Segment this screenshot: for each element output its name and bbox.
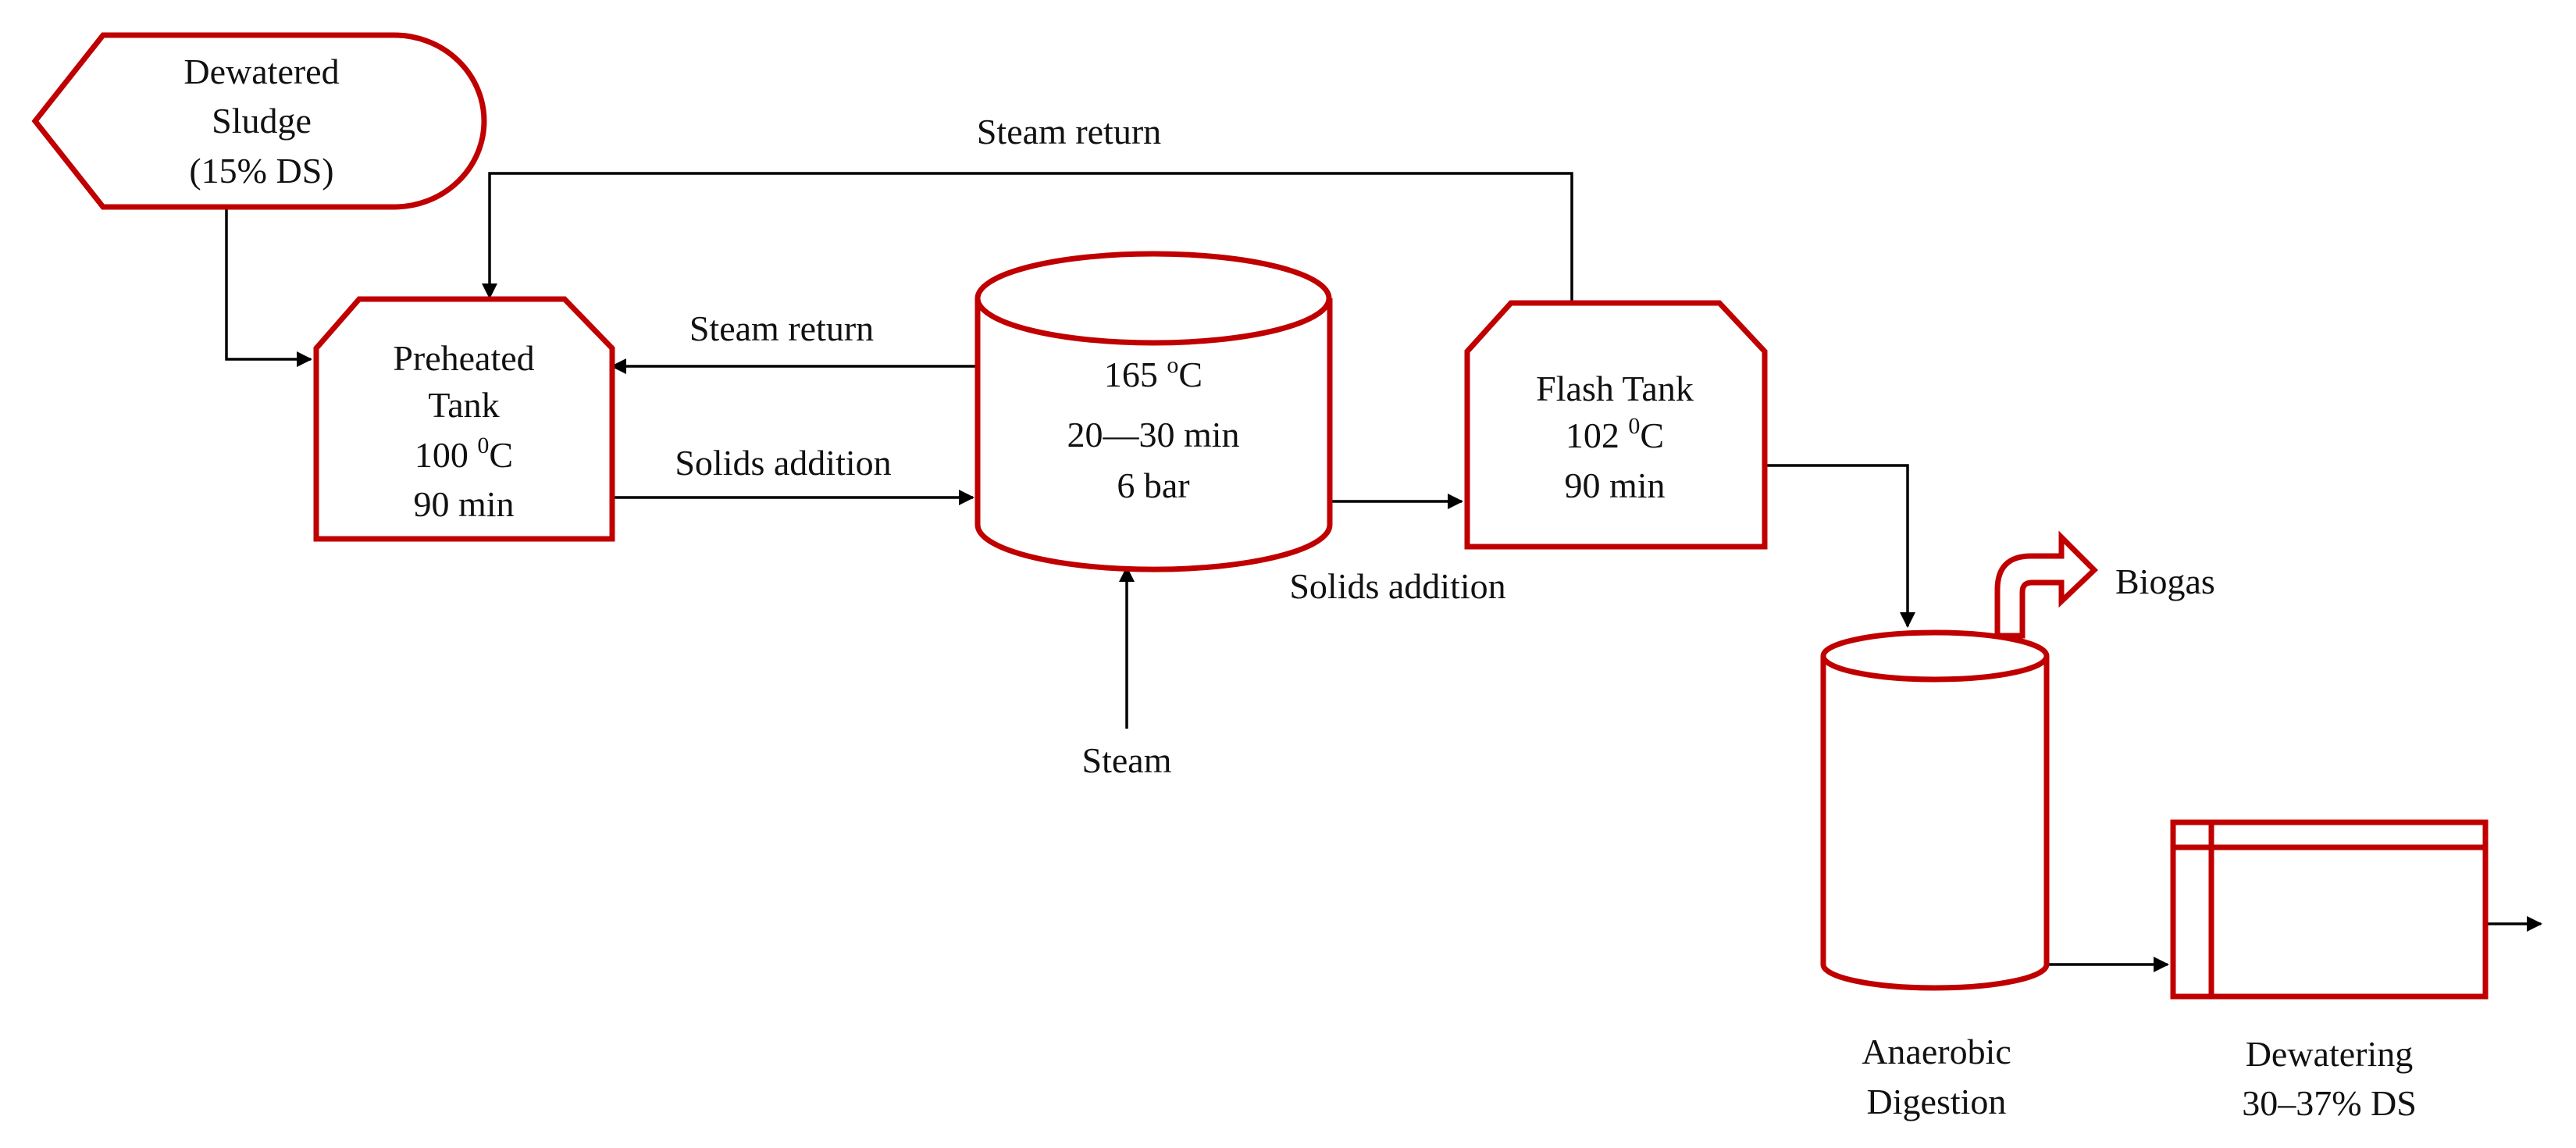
dewatering-label-line2: 30–37% DS xyxy=(2242,1083,2417,1123)
digester-label-line2: Digestion xyxy=(1867,1082,2007,1121)
flow-flash-to-digester xyxy=(1765,464,1915,628)
reactor-time: 20—30 min xyxy=(1067,415,1239,455)
preheat-label-line1: Preheated xyxy=(393,338,534,378)
biogas-outlet-arrow xyxy=(1994,530,2099,639)
preheat-label-line2: Tank xyxy=(428,385,499,425)
sludge-input-shape xyxy=(31,32,487,210)
flash-label-line1: Flash Tank xyxy=(1536,369,1694,408)
solids-addition-1-label: Solids addition xyxy=(675,443,891,483)
sludge-label-line1: Dewatered xyxy=(183,52,339,91)
flash-time: 90 min xyxy=(1564,465,1665,505)
reactor-cylinder xyxy=(974,251,1333,572)
sludge-label-line2: Sludge xyxy=(212,101,312,141)
preheat-time: 90 min xyxy=(413,484,514,524)
reactor-pressure: 6 bar xyxy=(1117,465,1189,505)
dewatering-unit xyxy=(2170,819,2489,1000)
sludge-label-line3: (15% DS) xyxy=(189,151,333,191)
solids-addition-2-label: Solids addition xyxy=(1289,566,1505,606)
dewatering-label-line1: Dewatering xyxy=(2246,1034,2414,1074)
steam-return-top-label: Steam return xyxy=(977,112,1161,152)
digester-cylinder xyxy=(1820,629,2050,991)
flow-sludge-to-preheat xyxy=(225,207,312,367)
flash-temperature: 102 0C xyxy=(1566,413,1664,455)
digester-label-line1: Anaerobic xyxy=(1862,1032,2011,1071)
flash-tank-shape xyxy=(1464,300,1768,550)
reactor-temperature: 165 oC xyxy=(1104,352,1202,394)
steam-label: Steam xyxy=(1082,740,1172,780)
preheat-tank-shape xyxy=(313,296,615,542)
flow-steam-return-top xyxy=(482,172,1573,303)
biogas-label: Biogas xyxy=(2115,562,2215,601)
preheat-temperature: 100 0C xyxy=(415,433,513,475)
steam-return-mid-label: Steam return xyxy=(689,308,874,348)
